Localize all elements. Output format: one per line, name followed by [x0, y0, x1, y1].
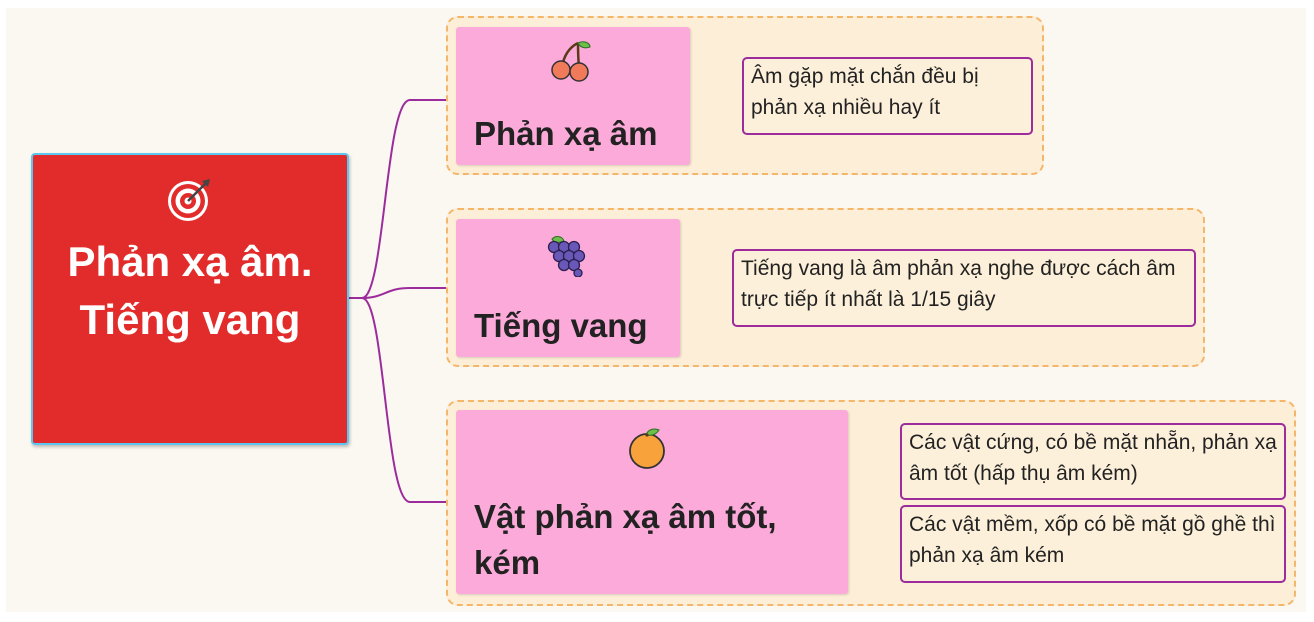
note-echo[interactable]: Tiếng vang là âm phản xạ nghe được cách … — [732, 249, 1196, 327]
topic-label: Tiếng vang — [474, 307, 648, 344]
target-icon — [168, 179, 210, 221]
topic-reflectors[interactable]: Vật phản xạ âm tốt, kém — [456, 410, 848, 594]
root-title: Phản xạ âm. Tiếng vang — [67, 238, 313, 343]
note-text: Các vật mềm, xốp có bề mặt gồ ghề thì ph… — [909, 513, 1276, 567]
grapes-icon — [547, 236, 586, 277]
note-text: Các vật cứng, có bề mặt nhẵn, phản xạ âm… — [909, 431, 1277, 485]
cherry-icon — [551, 41, 591, 82]
topic-echo[interactable]: Tiếng vang — [456, 219, 680, 357]
topic-reflection[interactable]: Phản xạ âm — [456, 27, 690, 165]
connector-root-topic-3 — [349, 297, 456, 503]
connector-root-topic-1 — [349, 99, 456, 299]
topic-label: Vật phản xạ âm tốt, kém — [474, 498, 777, 581]
note-good-reflectors[interactable]: Các vật cứng, có bề mặt nhẵn, phản xạ âm… — [900, 423, 1286, 500]
topic-label: Phản xạ âm — [474, 115, 658, 152]
note-text: Âm gặp mặt chắn đều bị phản xạ nhiều hay… — [751, 65, 979, 119]
note-poor-reflectors[interactable]: Các vật mềm, xốp có bề mặt gồ ghề thì ph… — [900, 505, 1286, 583]
root-topic[interactable]: Phản xạ âm. Tiếng vang — [31, 153, 349, 445]
note-text: Tiếng vang là âm phản xạ nghe được cách … — [741, 257, 1176, 311]
orange-icon — [629, 428, 665, 469]
note-reflection[interactable]: Âm gặp mặt chắn đều bị phản xạ nhiều hay… — [742, 57, 1033, 135]
